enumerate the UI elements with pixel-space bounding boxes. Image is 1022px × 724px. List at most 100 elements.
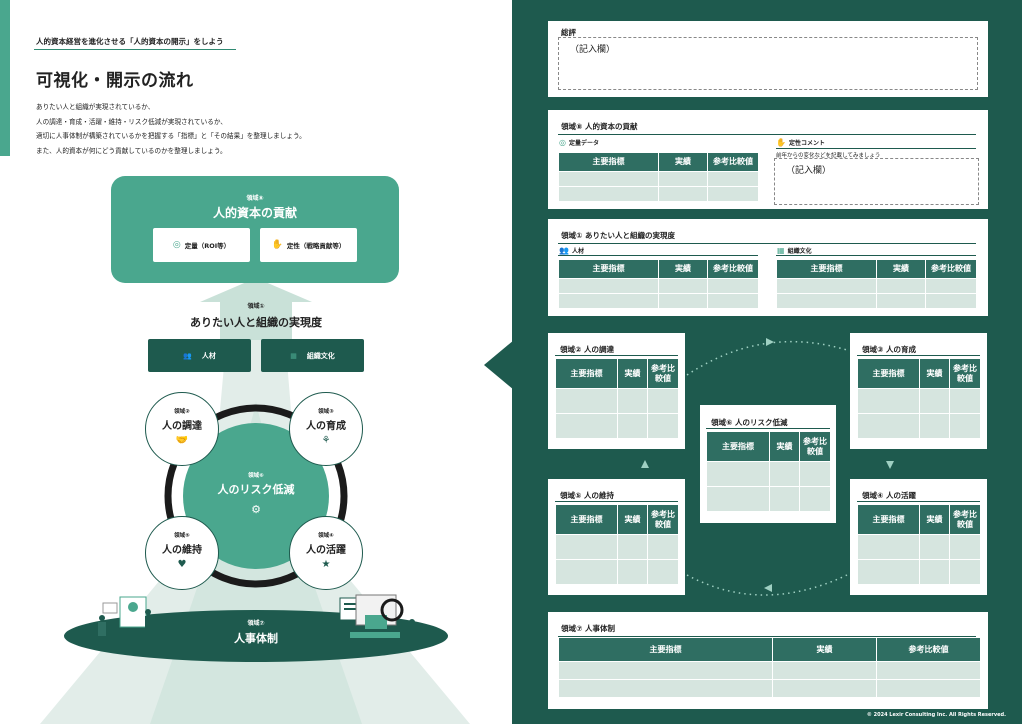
table-cell[interactable] (919, 534, 950, 560)
table-cell[interactable] (558, 661, 773, 680)
table-cell[interactable] (949, 559, 981, 585)
table-cell[interactable] (558, 171, 659, 187)
table-cell[interactable] (776, 293, 877, 309)
table-cell[interactable] (919, 559, 950, 585)
left-page: 人的資本経営を進化させる「人的資本の開示」をしよう 可視化・開示の流れ ありたい… (0, 0, 470, 724)
table-cell[interactable] (949, 413, 981, 439)
table-cell[interactable] (706, 486, 770, 512)
summary-placeholder: （記入欄） (570, 45, 616, 55)
table-cell[interactable] (876, 293, 926, 309)
table-cell[interactable] (707, 171, 759, 187)
table-cell[interactable] (799, 461, 831, 487)
hand-icon: ✋ (776, 138, 786, 147)
intro-line: ありたい人と組織が実現されているか、 (36, 103, 155, 111)
table-cell[interactable] (857, 388, 920, 414)
summary-card: 総評 （記入欄） (548, 21, 988, 97)
table-cell[interactable] (617, 534, 648, 560)
table-cell[interactable] (949, 388, 981, 414)
table-cell[interactable] (772, 661, 877, 680)
table-cell[interactable] (555, 413, 618, 439)
zone-label: 領域② (174, 409, 190, 415)
table-cell[interactable] (558, 186, 659, 202)
col-kpi: 主要指標 (555, 358, 618, 389)
table-cell[interactable] (876, 679, 981, 698)
summary-heading: 総評 (561, 28, 576, 37)
table-cell[interactable] (876, 661, 981, 680)
table-cell[interactable] (707, 293, 759, 309)
zone7-card: 領域⑦ 人事体制 主要指標 実績 参考比較値 (548, 612, 988, 709)
zone2-card: 領域② 人の調達 主要指標 実績 参考比 較値 (548, 333, 685, 449)
zone-label: 領域③ (318, 409, 334, 415)
table-cell[interactable] (799, 486, 831, 512)
zone-label: 領域④ (318, 533, 334, 539)
table-cell[interactable] (558, 679, 773, 698)
table-cell[interactable] (707, 278, 759, 294)
col-ref: 参考比 較値 (949, 358, 981, 389)
intro-line: 人の調達・育成・活躍・維持・リスク低減が実現されているか、 (36, 117, 227, 126)
risk-title: 人のリスク低減 (217, 483, 295, 496)
zone-label: 領域⑧ (246, 195, 264, 202)
people-subheading: 👥 人材 (559, 246, 584, 255)
zone3-heading: 領域③ 人の育成 (862, 345, 916, 354)
table-cell[interactable] (647, 413, 679, 439)
table-cell[interactable] (919, 388, 950, 414)
table-cell[interactable] (776, 278, 877, 294)
col-actual: 実績 (769, 431, 800, 462)
culture-label: 組織文化 (787, 248, 812, 255)
table-cell[interactable] (876, 278, 926, 294)
table-cell[interactable] (772, 679, 877, 698)
table-cell[interactable] (769, 461, 800, 487)
table-cell[interactable] (617, 413, 648, 439)
table-cell[interactable] (555, 559, 618, 585)
intro-line: 適切に人事体制が構築されているかを把握する「指標」と「その結果」を整理しましょう… (36, 132, 306, 141)
acquisition-title: 人の調達 (162, 421, 202, 432)
table-cell[interactable] (647, 388, 679, 414)
col-actual: 実績 (617, 504, 648, 535)
col-actual: 実績 (658, 152, 708, 172)
zone1-card: 領域① ありたい人と組織の実現度 👥 人材 主要指標 実績 参考比較値 ▦ 組織… (548, 219, 988, 316)
table-cell[interactable] (617, 559, 648, 585)
table-cell[interactable] (558, 293, 659, 309)
copyright: © 2024 Lexir Consulting Inc. All Rights … (866, 712, 1006, 718)
table-cell[interactable] (658, 293, 708, 309)
zone8-heading: 領域⑧ 人的資本の貢献 (561, 122, 638, 131)
table-cell[interactable] (647, 534, 679, 560)
qual-label: 定性コメント (788, 140, 825, 147)
zone1-culture-table: 主要指標 実績 参考比較値 (776, 259, 977, 309)
table-cell[interactable] (707, 186, 759, 202)
divider (555, 501, 678, 502)
divider (558, 255, 758, 256)
table-cell[interactable] (658, 171, 708, 187)
table-cell[interactable] (658, 278, 708, 294)
table-cell[interactable] (558, 278, 659, 294)
table-cell[interactable] (555, 534, 618, 560)
table-cell[interactable] (919, 413, 950, 439)
zone-label: 領域⑦ (247, 620, 265, 627)
people-label: 人材 (571, 248, 584, 255)
contribution-title: 人的資本の貢献 (212, 206, 297, 220)
table-cell[interactable] (925, 293, 977, 309)
zone3-table: 主要指標 実績 参考比 較値 (857, 358, 981, 439)
table-cell[interactable] (769, 486, 800, 512)
qualitative-box: ✋ 定性（戦略貢献等） (260, 228, 357, 262)
divider (776, 148, 976, 149)
table-cell[interactable] (555, 388, 618, 414)
divider (706, 428, 830, 429)
zone7-heading: 領域⑦ 人事体制 (561, 624, 615, 633)
table-cell[interactable] (706, 461, 770, 487)
table-cell[interactable] (857, 534, 920, 560)
summary-field[interactable]: （記入欄） (558, 37, 978, 90)
table-cell[interactable] (617, 388, 648, 414)
table-cell[interactable] (925, 278, 977, 294)
table-cell[interactable] (857, 413, 920, 439)
table-cell[interactable] (647, 559, 679, 585)
table-cell[interactable] (857, 559, 920, 585)
culture-box: ▦ 組織文化 (261, 339, 364, 372)
table-cell[interactable] (949, 534, 981, 560)
col-ref: 参考比較値 (707, 152, 759, 172)
star-hand-icon: ★ (321, 559, 331, 570)
qual-field[interactable]: （記入欄） (774, 158, 979, 205)
divider (558, 243, 976, 244)
col-ref: 参考比較値 (876, 637, 981, 662)
table-cell[interactable] (658, 186, 708, 202)
